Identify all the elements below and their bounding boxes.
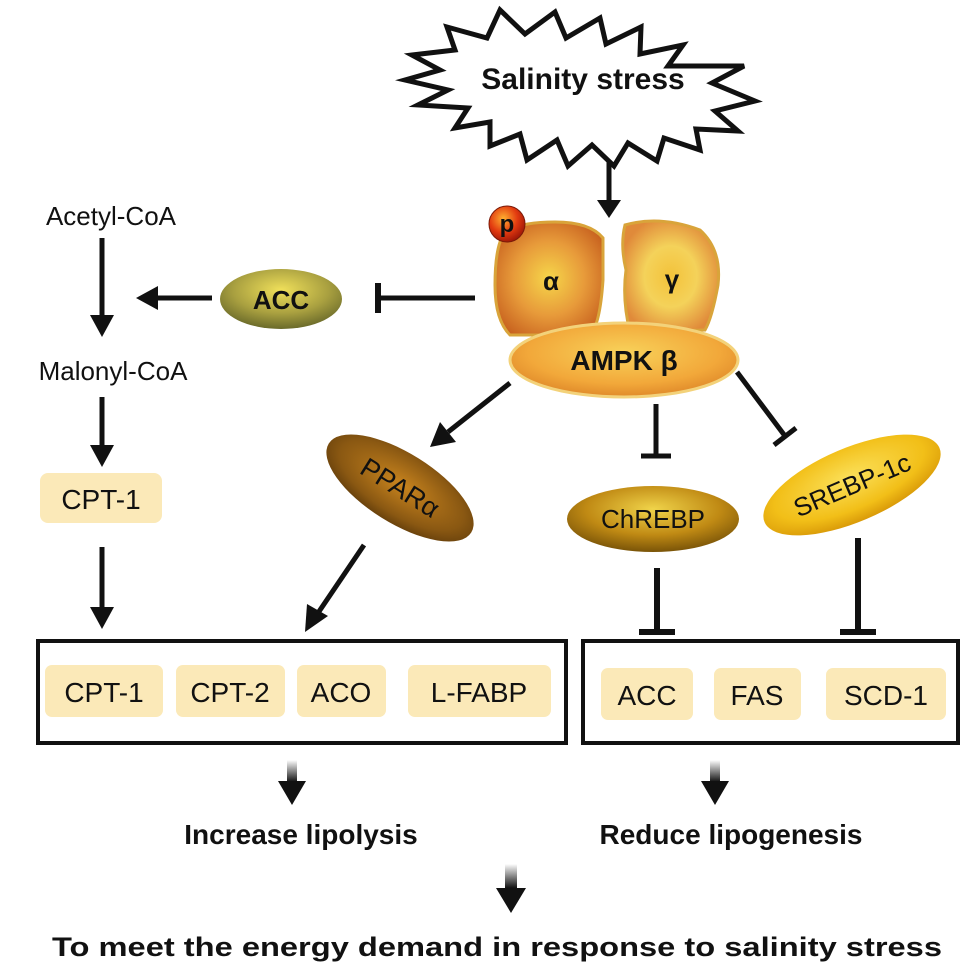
gene-chip-lfabp [408, 665, 551, 717]
lipolysis-outcome-label: Increase lipolysis [184, 819, 417, 850]
ampk-alpha-label: α [543, 266, 559, 296]
gene-label-acc: ACC [617, 680, 676, 711]
ampk-gamma-subunit [621, 219, 721, 334]
inhibit-ampk-to-srebp [735, 370, 787, 438]
acc-oval-label: ACC [253, 285, 310, 315]
cpt1-label-left: CPT-1 [61, 484, 140, 515]
gene-label-fas: FAS [731, 680, 784, 711]
lipogenesis-gene-box: ACC FAS SCD-1 [581, 639, 960, 745]
ampk-alpha-subunit [493, 220, 605, 337]
ampk-beta-subunit [508, 321, 740, 399]
fade-arrow-conclusion-head [496, 888, 526, 913]
fade-arrow-conclusion-shaft [505, 864, 517, 888]
arrow-ppara-to-genebox [315, 543, 367, 615]
gene-label-cpt1: CPT-1 [64, 677, 143, 708]
gene-label-lfabp: L-FABP [431, 677, 527, 708]
gene-label-cpt2: CPT-2 [190, 677, 269, 708]
chrebp-oval: ChREBP [567, 486, 739, 552]
arrowhead-acetyl-to-malonyl [90, 315, 114, 337]
gene-chip-cpt1 [45, 665, 163, 717]
ampk-complex: α γ p AMPK β [488, 205, 740, 399]
arrowhead-malonyl-to-cpt1 [90, 445, 114, 467]
ppara-oval: PPARα [326, 434, 474, 542]
arrowhead-ppara-to-genebox [305, 604, 328, 632]
srebp-oval-shape [763, 434, 941, 536]
gene-chip-scd1 [826, 668, 946, 720]
gene-chip-cpt2 [176, 665, 285, 717]
acc-oval: ACC [220, 269, 342, 329]
fade-arrow-lipogenesis-shaft [710, 760, 720, 782]
inhibit-bar-srebp [772, 426, 798, 447]
acc-oval-shape [220, 269, 342, 329]
srebp-oval: SREBP-1c [763, 434, 941, 536]
chrebp-oval-shape [567, 486, 739, 552]
fade-arrow-lipolysis-head [278, 781, 306, 805]
arrowhead-ampk-to-ppara [430, 422, 456, 447]
gene-label-scd1: SCD-1 [844, 680, 928, 711]
fade-arrow-lipogenesis-head [701, 781, 729, 805]
fade-arrow-lipolysis-shaft [287, 760, 297, 782]
gene-chip-acc [601, 668, 693, 720]
phospho-label: p [500, 211, 515, 238]
gene-chip-fas [714, 668, 801, 720]
arrow-ampk-to-ppara [446, 381, 512, 434]
acetyl-coa-label: Acetyl-CoA [46, 201, 177, 231]
salinity-stress-label: Salinity stress [481, 63, 684, 96]
lipolysis-gene-box: CPT-1 CPT-2 ACO L-FABP [36, 639, 568, 745]
salinity-stress-burst: Salinity stress [395, 5, 763, 171]
ampk-beta-label: AMPK β [570, 345, 677, 376]
chrebp-label: ChREBP [601, 504, 705, 534]
gene-chip-aco [297, 665, 386, 717]
phospho-badge [488, 205, 526, 243]
conclusion-label: To meet the energy demand in response to… [52, 932, 942, 962]
ppara-oval-shape [326, 434, 474, 542]
arrowhead-acc-to-malonyl [136, 286, 158, 310]
gene-label-aco: ACO [311, 677, 372, 708]
lipogenesis-outcome-label: Reduce lipogenesis [600, 819, 863, 850]
arrowhead-stress-to-ampk [597, 200, 621, 218]
malonyl-coa-label: Malonyl-CoA [39, 356, 188, 386]
cpt1-box-left: CPT-1 [40, 473, 162, 523]
ampk-gamma-label: γ [665, 264, 680, 294]
starburst-shape [395, 5, 763, 171]
arrowhead-cpt1-to-genebox [90, 607, 114, 629]
cpt1-box-bg [40, 473, 162, 523]
